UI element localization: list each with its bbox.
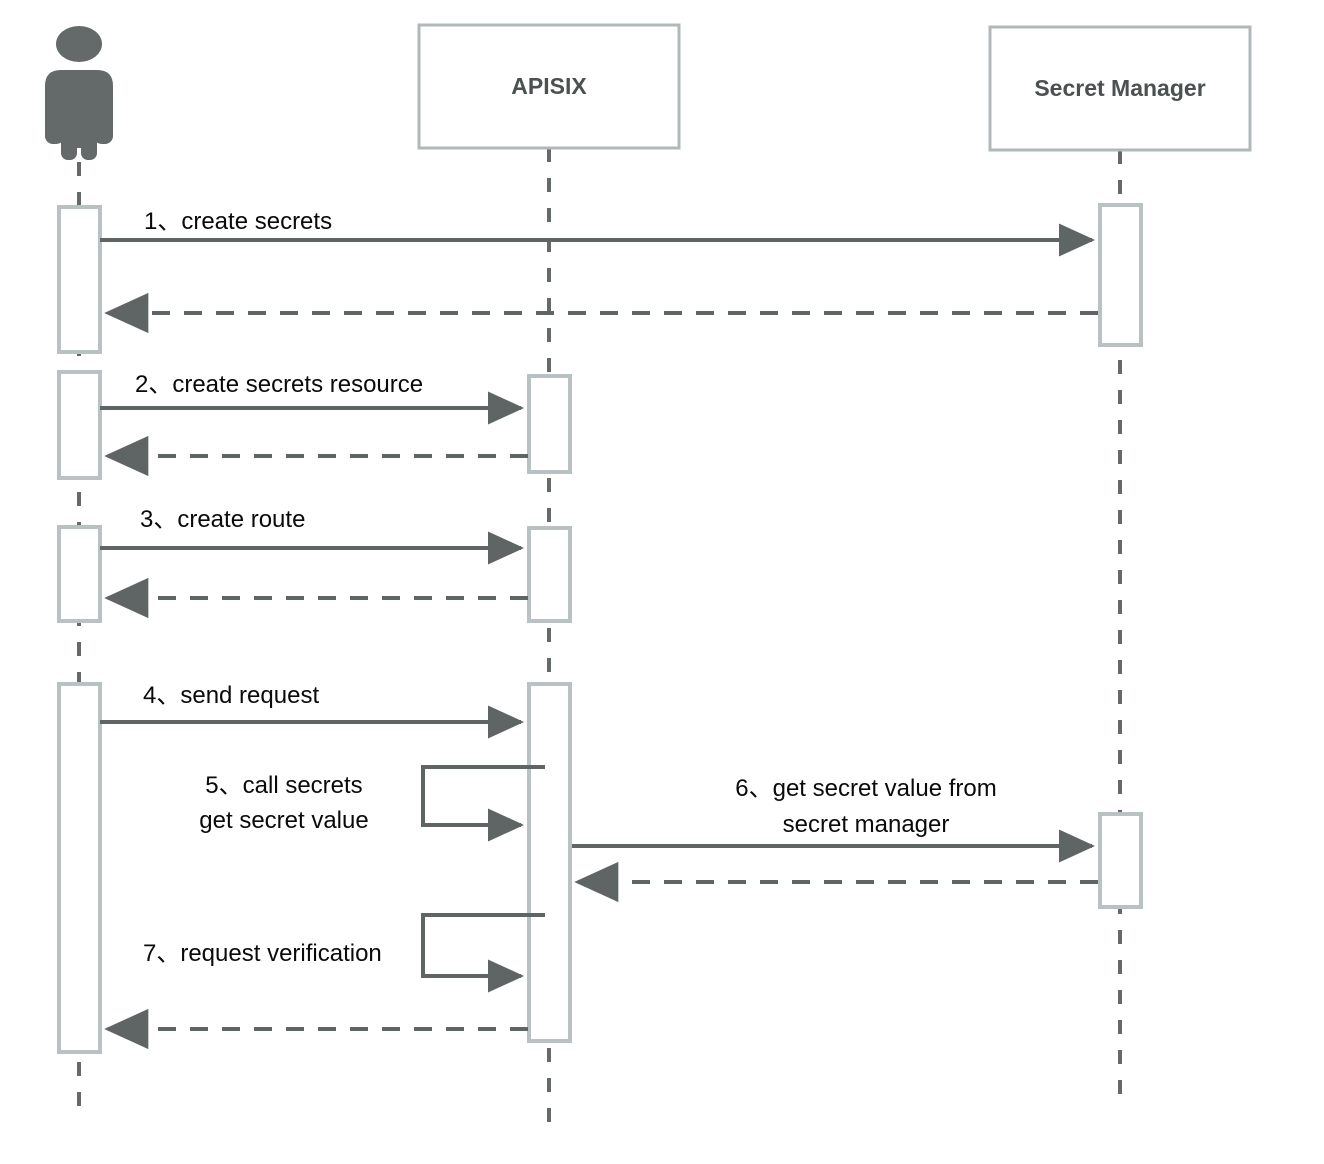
- participant-box-apisix[interactable]: [417, 23, 681, 150]
- activation-actor-4: [57, 682, 102, 1054]
- activation-secret-manager-1: [1098, 203, 1143, 347]
- activation-apisix-1: [527, 374, 572, 474]
- message-6-get-secret-value: 6、get secret value from secret manager: [572, 775, 1095, 863]
- message-3-create-route: 3、create route: [100, 506, 524, 565]
- message-7-request-verification: 7、request verification: [143, 913, 545, 993]
- message-5-call-secrets: 5、call secrets get secret value: [199, 765, 545, 842]
- message-6-label-line1: 6、get secret value from: [735, 775, 996, 802]
- message-1-label: 1、create secrets: [144, 208, 332, 235]
- participant-apisix[interactable]: APISIX: [417, 23, 681, 150]
- activation-actor-2: [57, 370, 102, 480]
- message-5-self-arrow: [421, 765, 545, 842]
- activation-actor-1: [57, 205, 102, 354]
- message-4-send-request: 4、send request: [100, 682, 524, 739]
- message-3-label: 3、create route: [140, 506, 305, 533]
- activation-apisix-3: [527, 682, 572, 1043]
- message-7-label: 7、request verification: [143, 940, 382, 967]
- message-1-create-secrets: 1、create secrets: [100, 208, 1095, 257]
- message-5-label-line2: get secret value: [199, 807, 368, 834]
- activation-apisix-2: [527, 526, 572, 623]
- message-6-label-line2: secret manager: [783, 811, 950, 838]
- message-4-label: 4、send request: [143, 682, 319, 709]
- message-5-label-line1: 5、call secrets: [205, 772, 362, 799]
- actor-icon: [45, 26, 113, 160]
- participant-label-secret-manager: Secret Manager: [1034, 75, 1205, 101]
- message-2-label: 2、create secrets resource: [135, 371, 423, 398]
- activation-actor-3: [57, 525, 102, 623]
- participant-label-apisix: APISIX: [511, 73, 587, 99]
- activation-secret-manager-2: [1098, 812, 1143, 909]
- message-7-self-arrow: [421, 913, 545, 993]
- message-2-create-secrets-resource: 2、create secrets resource: [100, 371, 524, 425]
- activation-bars: [57, 203, 1143, 1054]
- lifelines: [77, 148, 1122, 1128]
- participant-box-secret-manager[interactable]: [988, 25, 1252, 152]
- participant-secret-manager[interactable]: Secret Manager: [988, 25, 1252, 152]
